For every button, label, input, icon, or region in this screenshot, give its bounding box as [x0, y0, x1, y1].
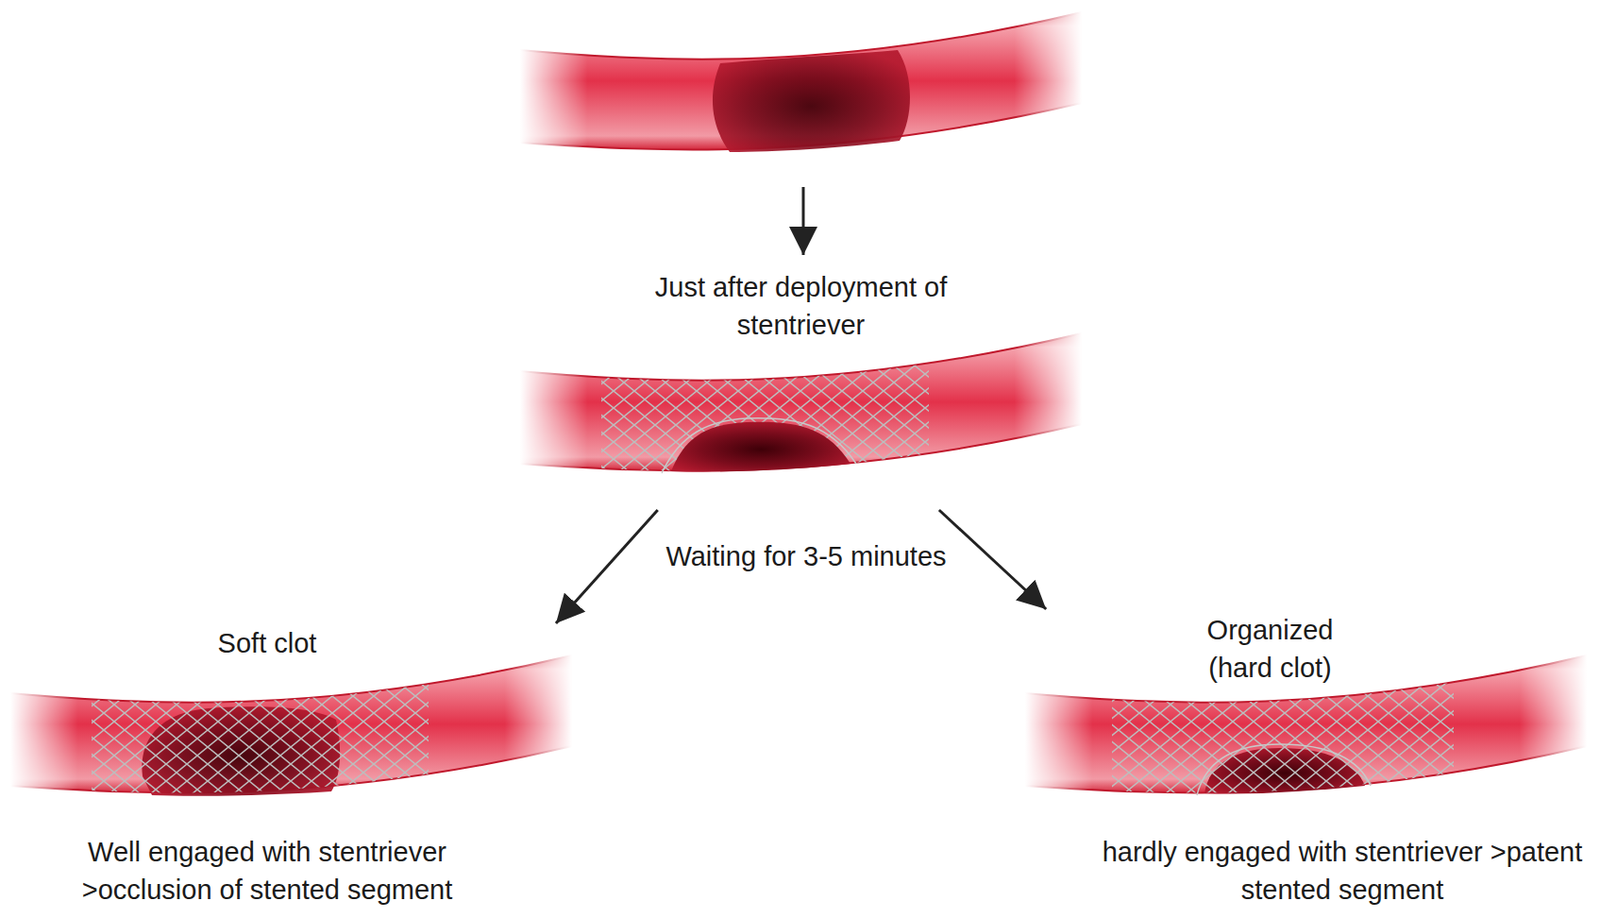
stage-heading: Soft clot	[10, 623, 524, 662]
stent-strut	[1196, 743, 1371, 795]
stage-heading: Organized (hard clot)	[1173, 610, 1367, 687]
stage-description: Well engaged with stentriever >occlusion…	[35, 832, 499, 909]
clot	[712, 50, 910, 152]
stent-mesh	[601, 331, 929, 480]
vessel-illustration	[520, 10, 1082, 159]
step-note: Waiting for 3-5 minutes	[665, 537, 946, 575]
vessel-stage: Just after deployment of stentriever	[520, 268, 1082, 510]
flow-arrow	[802, 186, 806, 255]
flow-arrow	[555, 509, 658, 624]
stent-mesh	[91, 653, 429, 802]
vessel-illustration	[520, 331, 1082, 480]
stage-description: hardly engaged with stentriever >patent …	[1096, 832, 1588, 909]
flow-arrow	[939, 509, 1046, 609]
vessel-stage: Organized (hard clot) hardly engaged with…	[1020, 608, 1592, 907]
clot	[671, 421, 851, 472]
stage-heading: Just after deployment of stentriever	[638, 268, 964, 344]
vessel-stage: Soft clotWell engaged with stentriever >…	[10, 623, 572, 907]
vessel-illustration	[10, 653, 573, 802]
stent-strut	[661, 418, 857, 473]
